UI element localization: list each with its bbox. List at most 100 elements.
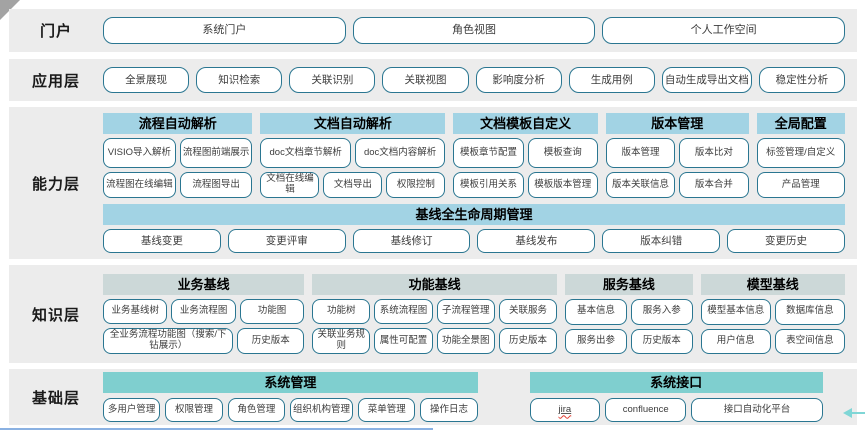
diagram-box: 关联业务规则 [312, 328, 371, 354]
foundation-group-system-interface: 系统接口 jira confluence 接口自动化平台 [529, 372, 823, 422]
diagram-box: 功能图 [239, 299, 305, 325]
diagram-box: 历史版本 [630, 328, 693, 354]
diagram-box: 服务入参 [630, 299, 693, 325]
capability-group-process-parse: 流程自动解析 VISIO导入解析 流程图前端展示 流程图在线编辑 流程图导出 [103, 113, 253, 198]
diagram-box: 产品管理 [756, 172, 845, 198]
diagram-box: 权限管理 [165, 398, 223, 422]
diagram-box: 生成用例 [568, 67, 655, 93]
diagram-box: 基线发布 [477, 228, 596, 253]
diagram-box: 版本合并 [679, 172, 749, 198]
diagram-box: 自动生成导出文档 [661, 67, 752, 93]
diagram-box: 系统门户 [103, 17, 346, 44]
group-header: 服务基线 [565, 274, 693, 296]
knowledge-content: 业务基线 业务基线树 业务流程图 功能图 全业务流程功能图（搜索/下钻展示） 历… [103, 265, 857, 363]
diagram-box: 个人工作空间 [602, 17, 846, 44]
diagram-box: doc文档章节解析 [260, 138, 351, 169]
group-header: 版本管理 [605, 113, 749, 135]
group-header: 流程自动解析 [103, 113, 253, 135]
diagram-box: 版本关联信息 [605, 172, 676, 198]
layer-knowledge: 知识层 业务基线 业务基线树 业务流程图 功能图 全业务流程功能图（搜索/下钻展… [9, 265, 857, 363]
group-header: 模型基线 [700, 274, 845, 296]
diagram-box: 多用户管理 [103, 398, 161, 422]
diagram-box: 菜单管理 [358, 398, 416, 422]
layer-portal: 门户 系统门户 角色视图 个人工作空间 [9, 9, 857, 52]
layer-label: 能力层 [31, 175, 80, 193]
diagram-box: 基本信息 [565, 299, 627, 325]
group-header: 系统接口 [529, 372, 823, 393]
diagram-box: 版本比对 [679, 138, 749, 169]
diagram-box: 流程图在线编辑 [103, 172, 176, 198]
diagram-box: 变更历史 [727, 228, 845, 253]
diagram-box: 历史版本 [237, 328, 305, 354]
diagram-box: 子流程管理 [436, 299, 495, 325]
bottom-accent-line [0, 428, 433, 430]
diagram-box: 流程图前端展示 [179, 138, 253, 169]
group-header: 业务基线 [103, 274, 305, 296]
diagram-box: 文档在线编辑 [260, 172, 320, 198]
group-header: 文档模板自定义 [453, 113, 598, 135]
application-content: 全景展现 知识检索 关联识别 关联视图 影响度分析 生成用例 自动生成导出文档 … [103, 59, 857, 101]
capability-group-doc-parse: 文档自动解析 doc文档章节解析 doc文档内容解析 文档在线编辑 文档导出 权… [260, 113, 446, 198]
layer-label: 知识层 [31, 306, 80, 324]
diagram-box: 权限控制 [386, 172, 446, 198]
knowledge-group-business: 业务基线 业务基线树 业务流程图 功能图 全业务流程功能图（搜索/下钻展示） 历… [103, 274, 305, 354]
group-header: 文档自动解析 [260, 113, 446, 135]
diagram-box: 关联服务 [498, 299, 558, 325]
diagram-box: doc文档内容解析 [354, 138, 446, 169]
diagram-box: 角色管理 [227, 398, 286, 422]
layer-label: 门户 [39, 23, 72, 40]
diagram-box: 表空间信息 [774, 328, 845, 354]
diagram-box: 文档导出 [323, 172, 383, 198]
knowledge-group-function: 功能基线 功能树 系统流程图 子流程管理 关联服务 关联业务规则 属性可配置 功… [312, 274, 558, 354]
layer-label: 应用层 [31, 72, 80, 90]
layer-capability: 能力层 流程自动解析 VISIO导入解析 流程图前端展示 流程图在线编辑 流程图… [9, 107, 857, 259]
diagram-box: 模板引用关系 [453, 172, 524, 198]
diagram-box: 功能树 [312, 299, 371, 325]
layer-application: 应用层 全景展现 知识检索 关联识别 关联视图 影响度分析 生成用例 自动生成导… [9, 59, 857, 101]
diagram-box: 基线变更 [103, 228, 221, 253]
diagram-box: VISIO导入解析 [103, 138, 176, 169]
layer-label: 基础层 [31, 389, 80, 407]
knowledge-group-model: 模型基线 模型基本信息 数据库信息 用户信息 表空间信息 [700, 274, 845, 354]
diagram-box: 标签管理/自定义 [756, 138, 845, 169]
diagram-box: 全景展现 [103, 67, 190, 93]
diagram-box: 功能全景图 [436, 328, 495, 354]
capability-group-template: 文档模板自定义 模板章节配置 模板查询 模板引用关系 模板版本管理 [453, 113, 598, 198]
diagram-box: 数据库信息 [774, 299, 845, 325]
portal-content: 系统门户 角色视图 个人工作空间 [103, 9, 857, 52]
diagram-box: 关联视图 [382, 67, 469, 93]
diagram-box: 知识检索 [196, 67, 283, 93]
jira-label: jira [558, 403, 572, 415]
diagram-box-jira: jira [529, 398, 601, 422]
diagram-box: 服务出参 [565, 328, 627, 354]
diagram-box: 操作日志 [420, 398, 478, 422]
diagram-box: 变更评审 [227, 228, 346, 253]
layer-foundation: 基础层 系统管理 多用户管理 权限管理 角色管理 组织机构管理 菜单管理 操作日… [9, 369, 857, 425]
capability-group-version: 版本管理 版本管理 版本比对 版本关联信息 版本合并 [605, 113, 749, 198]
spacer [478, 372, 530, 422]
diagram-box: 流程图导出 [179, 172, 253, 198]
diagram-box: 影响度分析 [475, 67, 562, 93]
capability-group-global-config: 全局配置 标签管理/自定义 产品管理 [756, 113, 845, 198]
diagram-box: 组织机构管理 [290, 398, 354, 422]
diagram-box: 属性可配置 [374, 328, 433, 354]
diagram-box: 基线修订 [352, 228, 471, 253]
diagram-box: 业务基线树 [103, 299, 168, 325]
diagram-box: confluence [605, 398, 687, 422]
diagram-box: 接口自动化平台 [691, 398, 823, 422]
group-header: 系统管理 [103, 372, 478, 393]
diagram-box: 业务流程图 [171, 299, 236, 325]
diagram-box: 模型基本信息 [700, 299, 771, 325]
baseline-lifecycle-band: 基线全生命周期管理 [103, 203, 845, 225]
diagram-box: 版本纠错 [602, 228, 721, 253]
knowledge-group-service: 服务基线 基本信息 服务入参 服务出参 历史版本 [565, 274, 693, 354]
diagram-box: 用户信息 [700, 328, 771, 354]
diagram-box: 关联识别 [289, 67, 376, 93]
left-arrow-icon [843, 408, 865, 418]
capability-content: 流程自动解析 VISIO导入解析 流程图前端展示 流程图在线编辑 流程图导出 文… [103, 107, 857, 259]
diagram-box: 稳定性分析 [758, 67, 845, 93]
foundation-group-system-mgmt: 系统管理 多用户管理 权限管理 角色管理 组织机构管理 菜单管理 操作日志 [103, 372, 478, 422]
group-header: 全局配置 [756, 113, 845, 135]
diagram-box: 角色视图 [352, 17, 596, 44]
group-header: 功能基线 [312, 274, 558, 296]
